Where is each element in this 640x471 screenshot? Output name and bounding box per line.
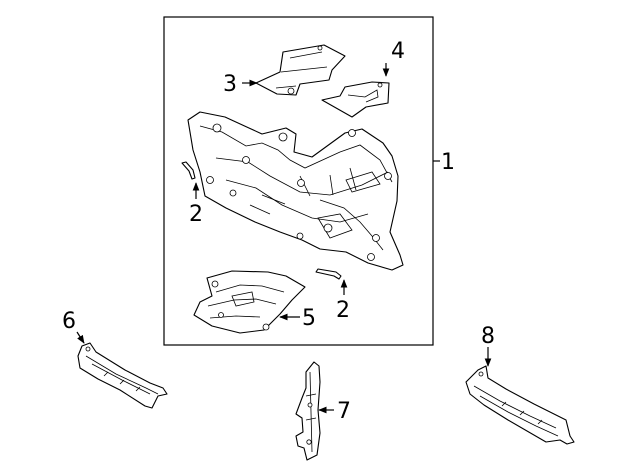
part-4-seal [321, 81, 390, 118]
callout-2a: 2 [189, 202, 203, 227]
part-7-center-bracket [295, 361, 321, 461]
part-6-left-deflector [77, 342, 168, 409]
callout-1: 1 [441, 150, 455, 175]
callout-6-leader [76, 331, 85, 344]
callout-4: 4 [391, 39, 405, 64]
callout-3: 3 [223, 72, 237, 97]
callout-7: 7 [337, 399, 351, 424]
callout-5: 5 [302, 306, 316, 331]
part-2-clip-left [181, 161, 196, 180]
part-3-shield-plate [255, 44, 346, 96]
part-8-right-deflector [465, 365, 575, 445]
callout-6: 6 [62, 309, 76, 334]
assembly-frame [163, 16, 434, 346]
callout-2b: 2 [336, 298, 350, 323]
part-2-clip-right [315, 268, 342, 280]
callout-8: 8 [481, 324, 495, 349]
part-5-small-shield [193, 270, 306, 334]
part-1-splash-shield [187, 111, 404, 271]
